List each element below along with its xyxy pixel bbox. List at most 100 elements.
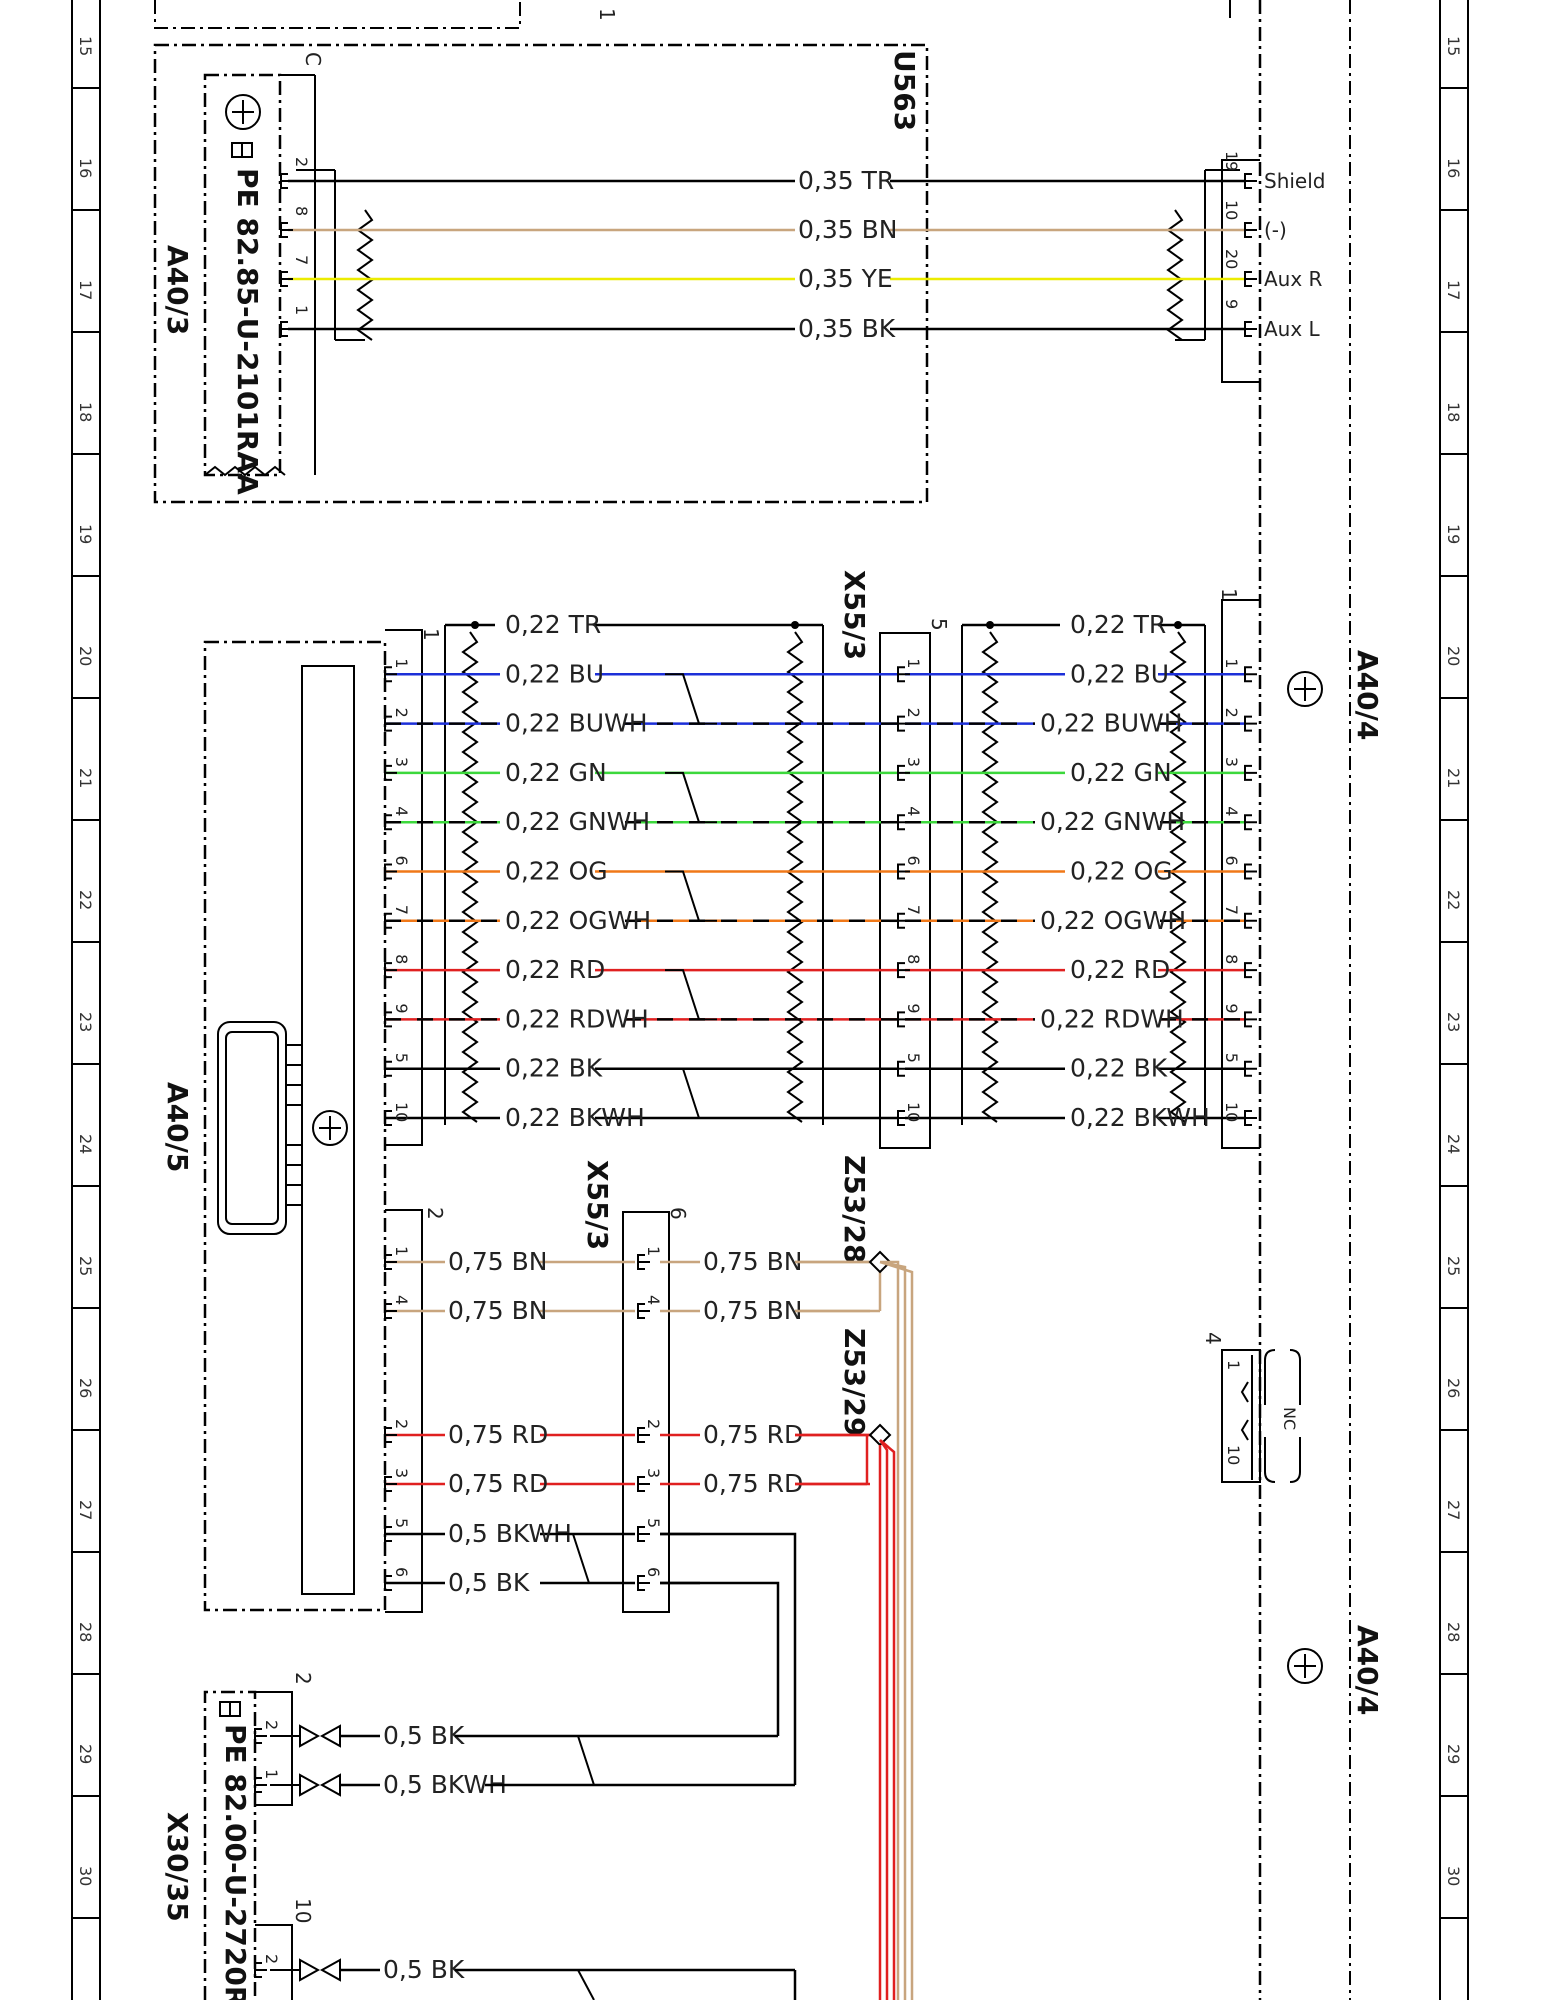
- x55-3-power-label: X55/3: [581, 1160, 614, 1250]
- partial-top-label: 1: [595, 8, 619, 21]
- bus-drain-node: [1174, 621, 1182, 629]
- twisted-pair-marker: [665, 771, 717, 824]
- twisted-pair-marker: [665, 1067, 717, 1119]
- a40-5-label: A40/5: [161, 1082, 194, 1172]
- grid-number-right: 18: [1444, 402, 1463, 422]
- grid-number-right: 30: [1444, 1866, 1463, 1886]
- grid-number-left: 30: [76, 1866, 95, 1886]
- bus-right-terminal: [1244, 1110, 1257, 1126]
- bus-middle-terminal: [897, 666, 910, 683]
- z53-29-label: Z53/29: [838, 1328, 871, 1436]
- power-wire-label-right: 0,75 RD: [703, 1420, 803, 1449]
- power-left-terminal: [384, 1427, 397, 1443]
- bus-wire-label-left: 0,22 BK: [505, 1054, 603, 1083]
- bus-middle-pin: 5: [904, 1053, 923, 1063]
- a40-5-component: A40/5: [161, 640, 387, 1612]
- power-connectors: 2 6 X55/3 Z53/28 Z53/29: [385, 1155, 871, 1613]
- handbook-icon: [231, 142, 253, 158]
- bus-middle-pin: 6: [904, 856, 923, 866]
- bus-wire-label-right: 0,22 BU: [1070, 659, 1169, 688]
- power-left-terminal: [384, 1575, 397, 1591]
- bus-wire-label-right: 0,22 GN: [1070, 758, 1172, 787]
- nc-connector-number: 4: [1201, 1332, 1225, 1345]
- x30-pin: 1: [262, 1769, 281, 1779]
- bus-wire-label-right: 0,22 TR: [1070, 610, 1166, 639]
- display-icon: [217, 1021, 302, 1235]
- u563-box: U563: [153, 43, 929, 504]
- bus-wire-label-right: 0,22 RDWH: [1040, 1004, 1184, 1033]
- bus-shield-zigzag: [1169, 631, 1187, 1123]
- bus-left-pin: 8: [392, 954, 411, 964]
- bus-wire-label-left: 0,22 RDWH: [505, 1004, 649, 1033]
- bus-right-pin: 3: [1222, 757, 1241, 767]
- bus-middle-pin: 8: [904, 954, 923, 964]
- grid-number-right: 27: [1444, 1500, 1463, 1520]
- bus-right-terminal: [1244, 764, 1257, 781]
- twisted-pair-marker: [560, 1969, 595, 2001]
- aux-wire-label: 0,35 BK: [798, 314, 896, 343]
- bus-left-terminal: [384, 666, 397, 683]
- x30-terminal: [254, 1728, 267, 1744]
- x30-lower-connector-number: 10: [291, 1898, 315, 1923]
- grid-number-left: 21: [76, 768, 95, 788]
- bus-left-pin: 7: [392, 905, 411, 915]
- grid-number-right: 29: [1444, 1744, 1463, 1764]
- power-wire-label-right: 0,75 RD: [703, 1469, 803, 1498]
- transistor-icon: [225, 94, 261, 130]
- power-middle-terminal: [637, 1526, 650, 1542]
- grid-number-right: 16: [1444, 158, 1463, 178]
- bus-middle-terminal: [897, 962, 910, 979]
- bus-right-pin: 4: [1222, 806, 1241, 816]
- bus-middle-terminal: [897, 912, 910, 929]
- grid-number-left: 28: [76, 1622, 95, 1642]
- bus-wire-label-left: 0,22 RD: [505, 955, 605, 984]
- grid-number-right: 17: [1444, 280, 1463, 300]
- grid-number-left: 23: [76, 1012, 95, 1032]
- power-middle-terminal: [637, 1476, 650, 1492]
- aux-right-pin: 10: [1222, 200, 1241, 220]
- power-left-pin: 6: [392, 1567, 411, 1577]
- bus-right-terminal: [1244, 715, 1257, 732]
- power-middle-terminal: [637, 1575, 650, 1591]
- bus-middle-pin: 7: [904, 905, 923, 915]
- x30-35-part-number: PE 82.00-U-2720RA: [219, 1724, 252, 2000]
- grid-number-left: 17: [76, 280, 95, 300]
- bus-middle-pin: 9: [904, 1003, 923, 1013]
- bus-right-pin: 6: [1222, 856, 1241, 866]
- bus-middle-terminal: [897, 1060, 910, 1077]
- power-wire-label-left: 0,5 BKWH: [448, 1519, 572, 1548]
- bus-middle-pin: 4: [904, 806, 923, 816]
- grid-number-left: 16: [76, 158, 95, 178]
- bus-right-pin: 5: [1222, 1053, 1241, 1063]
- bus-wire-label-left: 0,22 BKWH: [505, 1103, 645, 1132]
- shield-letter-c: C: [301, 52, 325, 66]
- x30-35-label: X30/35: [161, 1812, 194, 1922]
- bus-right-terminal: [1244, 863, 1257, 880]
- bus-right-terminal: [1244, 1011, 1257, 1028]
- splice-z53-29-feed: [878, 1439, 896, 2000]
- power-left-pin: 5: [392, 1518, 411, 1528]
- bus-left-terminal: [384, 1060, 397, 1077]
- power-wire-label-left: 0,75 RD: [448, 1469, 548, 1498]
- bus-left-terminal: [384, 764, 397, 781]
- x30-upper-connector-number: 2: [291, 1672, 315, 1685]
- bus-right-terminal: [1244, 666, 1257, 683]
- x30-terminal: [254, 1962, 267, 1978]
- bus-left-pin: 6: [392, 856, 411, 866]
- aux-signal-label: (-): [1264, 218, 1287, 242]
- aux-left-terminal: [280, 222, 293, 238]
- power-left-pin: 2: [392, 1419, 411, 1429]
- twisted-pair-marker: [665, 969, 717, 1021]
- bus-left-pin: 9: [392, 1003, 411, 1013]
- a40-3-component: C PE 82.85-U-2101RAA A40/3: [161, 52, 325, 495]
- bus-wire-label-left: 0,22 BU: [505, 659, 604, 688]
- grid-number-left: 20: [76, 646, 95, 666]
- a40-3-part-number: PE 82.85-U-2101RAA: [231, 168, 264, 495]
- aux-signal-label: Aux R: [1264, 267, 1323, 291]
- aux-left-terminal: [280, 321, 293, 337]
- bus-middle-terminal: [897, 1110, 910, 1126]
- aux-wire-label: 0,35 YE: [798, 264, 893, 293]
- power-left-terminal: [384, 1526, 397, 1542]
- bus-right-pin: 8: [1222, 954, 1241, 964]
